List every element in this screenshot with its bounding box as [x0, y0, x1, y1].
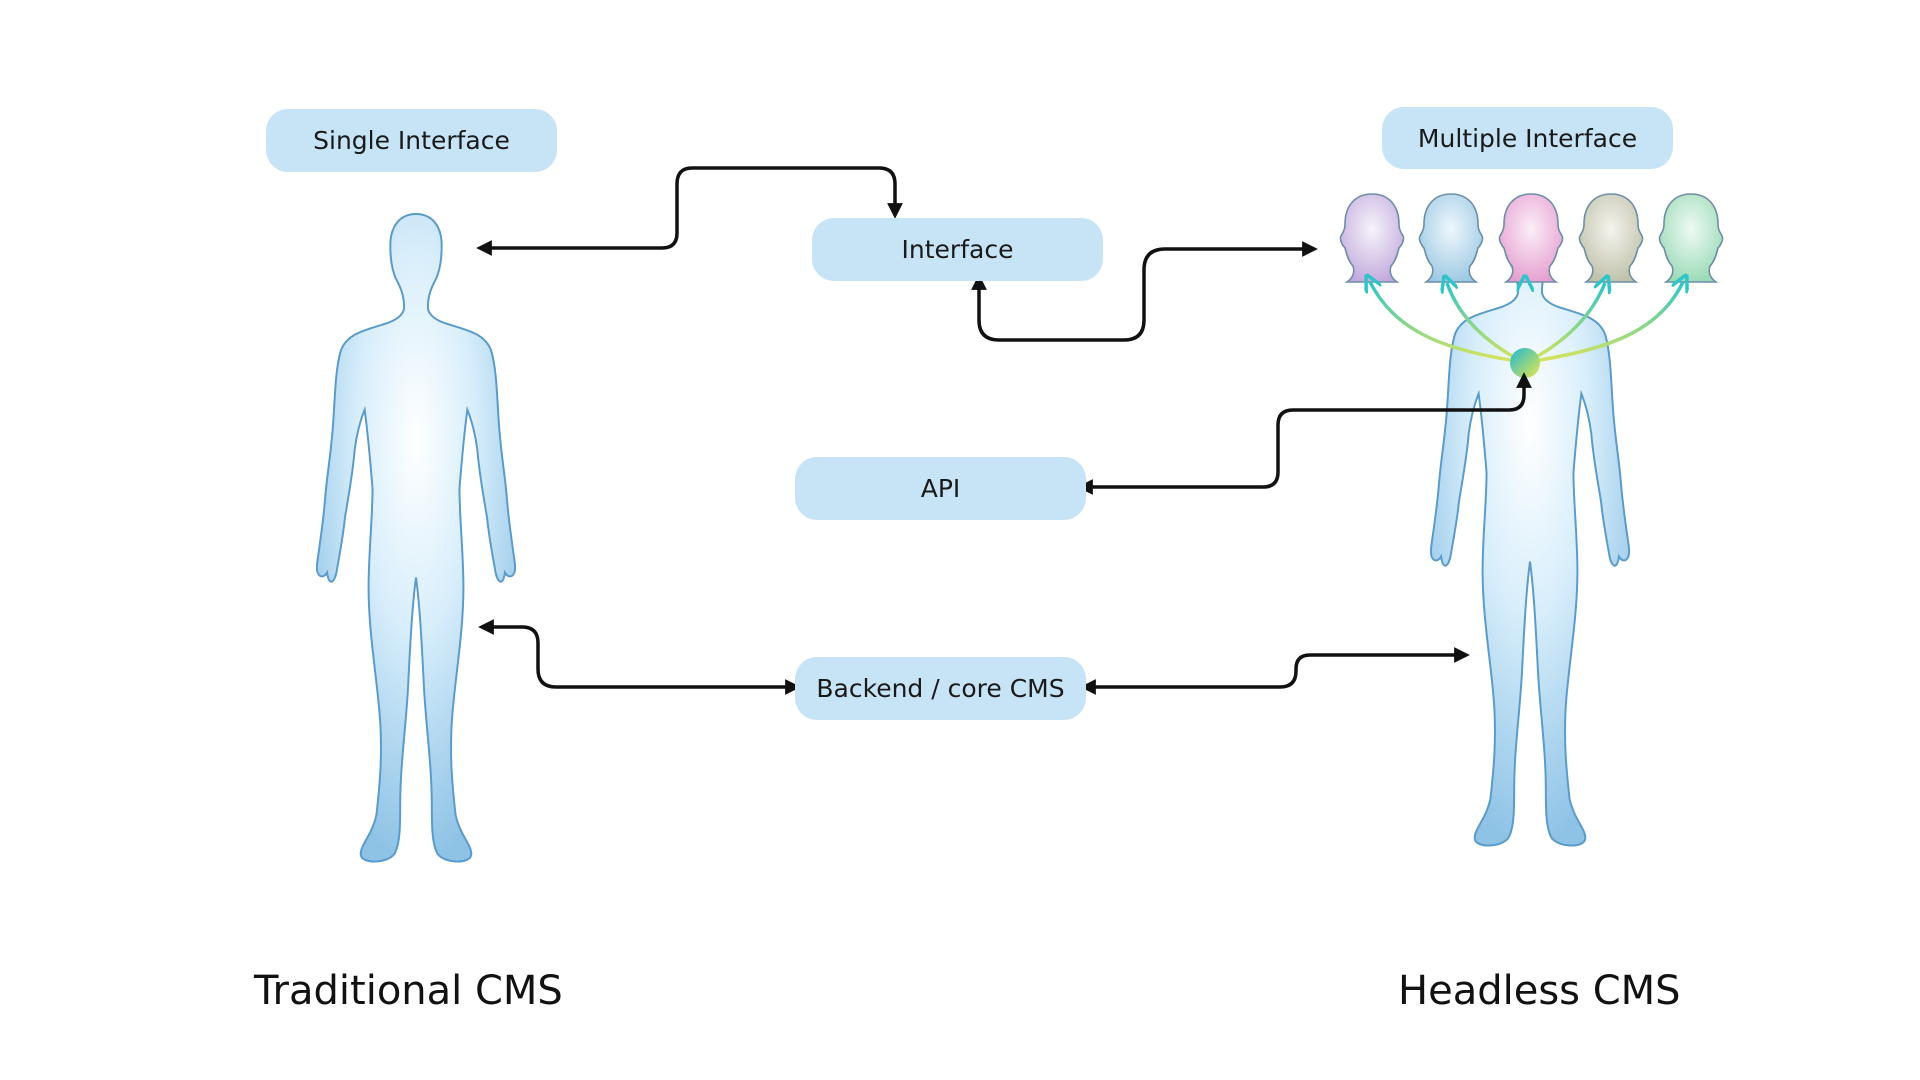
fanout-line-1 — [1370, 282, 1524, 364]
head-icon-purple — [1339, 193, 1405, 283]
head-icon-pink — [1498, 193, 1564, 283]
backend-core-cms-label: Backend / core CMS — [795, 657, 1086, 720]
headless-cms-caption: Headless CMS — [1398, 968, 1681, 1014]
arrow-backend-to-headless — [1080, 647, 1470, 695]
head-icon-green — [1658, 193, 1724, 283]
single-interface-label: Single Interface — [266, 109, 557, 172]
arrow-api-to-hub — [1077, 372, 1532, 495]
arrow-interface-to-heads — [971, 241, 1318, 342]
interface-label: Interface — [812, 218, 1103, 281]
traditional-human-figure — [315, 212, 517, 863]
traditional-cms-caption: Traditional CMS — [254, 968, 563, 1014]
multiple-interface-label: Multiple Interface — [1382, 107, 1673, 169]
connector-arrows — [476, 166, 1532, 695]
head-icon-blue — [1418, 193, 1484, 283]
api-label: API — [795, 457, 1086, 520]
arrow-interface-to-traditional — [476, 166, 903, 256]
api-hub-dot — [1510, 348, 1540, 378]
fanout-line-5 — [1526, 282, 1683, 364]
arrow-backend-to-traditional — [478, 619, 801, 695]
head-icon-olive — [1578, 193, 1644, 283]
